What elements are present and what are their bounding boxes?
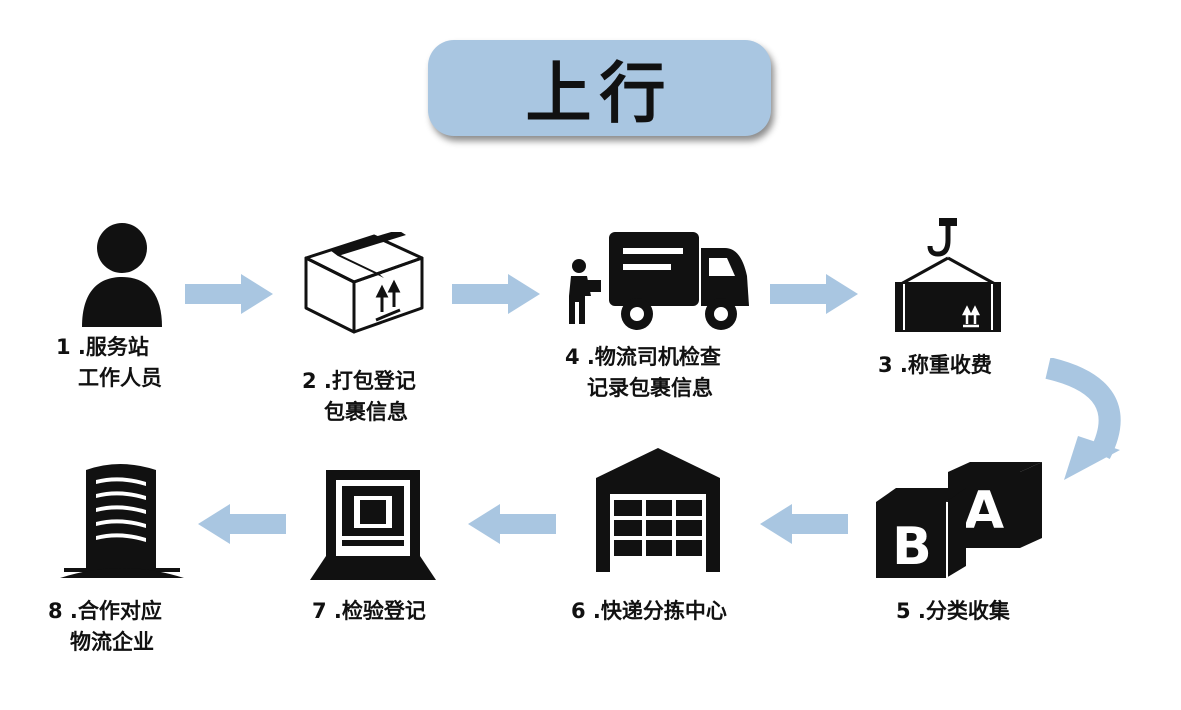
arrow-5-to-6 <box>760 504 848 544</box>
step-1-label: 1 .服务站 工作人员 <box>56 335 162 390</box>
step-2-label: 2 .打包登记 包裹信息 <box>302 369 416 424</box>
arrow-4-to-3 <box>770 274 858 314</box>
office-building-icon <box>60 464 184 578</box>
arrow-3-to-5 <box>1045 358 1121 480</box>
person-icon <box>82 223 162 327</box>
box-letter-b: B <box>892 517 932 577</box>
arrow-1-to-2 <box>185 274 273 314</box>
step-7-label: 7 .检验登记 <box>312 599 426 623</box>
arrow-7-to-8 <box>198 504 286 544</box>
inspection-machine-icon <box>310 470 436 580</box>
page-title: 上行 <box>525 55 674 132</box>
arrow-6-to-7 <box>468 504 556 544</box>
package-icon <box>304 232 424 334</box>
warehouse-icon <box>596 448 720 572</box>
step-4-label: 4 .物流司机检查 记录包裹信息 <box>565 345 721 400</box>
title-banner: 上行 <box>428 40 771 136</box>
step-3-label: 3 .称重收费 <box>878 353 992 377</box>
arrow-2-to-4 <box>452 274 540 314</box>
step-8-label: 8 .合作对应 物流企业 <box>48 599 162 654</box>
weighing-container-icon <box>895 218 1001 332</box>
box-letter-a: A <box>964 481 1004 541</box>
delivery-truck-icon <box>569 232 749 330</box>
step-5-label: 5 .分类收集 <box>896 599 1010 623</box>
step-6-label: 6 .快递分拣中心 <box>571 599 727 623</box>
letter-boxes-icon: A B <box>876 462 1042 578</box>
